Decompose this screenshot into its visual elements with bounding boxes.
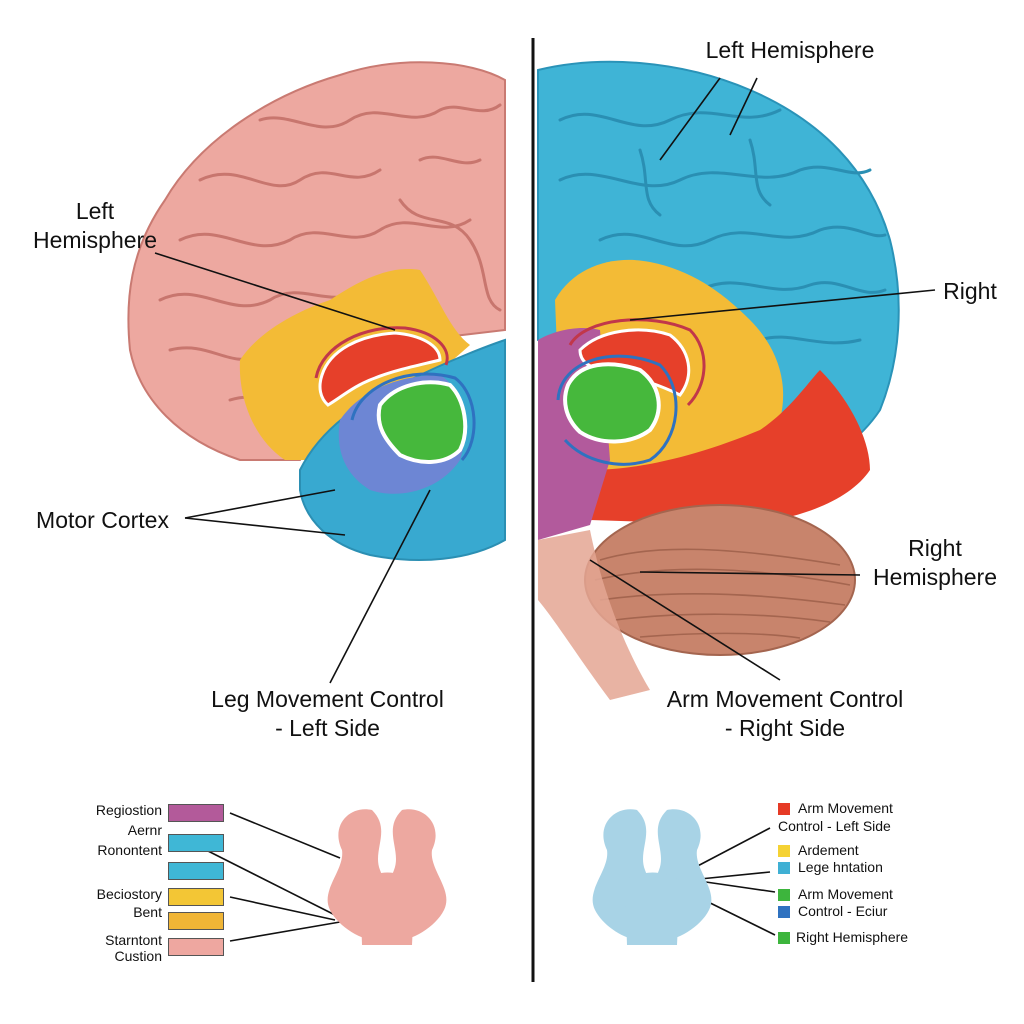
left-legend-swatch-5 xyxy=(168,938,224,956)
left-brain xyxy=(127,61,506,561)
right-gyri xyxy=(558,108,887,345)
label-leg-movement: Leg Movement Control - Left Side xyxy=(195,685,460,743)
label-motor-cortex: Motor Cortex xyxy=(36,507,169,533)
right-legend-text-0: Arm Movement xyxy=(798,800,893,816)
right-legend-text-1: Control - Left Side xyxy=(778,818,891,834)
right-legend-text-4: Arm Movement xyxy=(798,886,893,902)
left-legend-text-1: Aernr xyxy=(127,822,162,838)
left-red-region xyxy=(318,331,442,407)
right-legend-swatch-4 xyxy=(778,889,790,901)
leader-lines xyxy=(154,77,936,942)
right-legend-text-3: Lege hntation xyxy=(798,859,883,875)
right-legend-swatch-2 xyxy=(778,845,790,857)
label-right-hemisphere: Right Hemisphere xyxy=(873,535,997,590)
left-legend: Regiostion Aernr Ronontent Beciostory Be… xyxy=(70,802,230,972)
left-legend-swatch-2 xyxy=(168,862,224,880)
right-red-region xyxy=(590,370,870,525)
left-cerebrum xyxy=(127,61,506,461)
right-legend-swatch-6 xyxy=(778,932,790,944)
left-legend-text-5: Starntont xyxy=(105,932,162,948)
right-legend-swatch-5 xyxy=(778,906,790,918)
right-legend-text-2: Ardement xyxy=(798,842,859,858)
left-legend-text-4: Bent xyxy=(133,904,162,920)
left-green-region xyxy=(376,380,468,464)
left-legend-swatch-0 xyxy=(168,804,224,822)
leg-movement-line1: Leg Movement Control xyxy=(211,686,444,712)
right-green-region xyxy=(563,362,661,444)
left-legend-text-6: Custion xyxy=(114,948,162,964)
mini-brain-left xyxy=(327,809,447,945)
arm-movement-line2: - Right Side xyxy=(724,714,846,741)
right-legend-swatch-3 xyxy=(778,862,790,874)
left-legend-text-0: Regiostion xyxy=(95,802,162,818)
leg-movement-line2: - Left Side xyxy=(275,714,380,741)
left-legend-swatch-3 xyxy=(168,888,224,906)
label-left-hemisphere-left: Left Hemisphere xyxy=(30,197,157,255)
brain-stem xyxy=(538,530,650,700)
left-hemisphere-left-text: Left Hemisphere xyxy=(33,198,157,253)
left-legend-text-2: Ronontent xyxy=(97,842,162,858)
label-left-hemisphere-top: Left Hemisphere xyxy=(705,37,875,63)
label-right: Right xyxy=(943,278,997,304)
right-legend-text-5: Control - Eciur xyxy=(798,903,888,919)
cerebellum-folds xyxy=(594,548,851,639)
right-legend-text-6: Right Hemisphere xyxy=(796,929,909,945)
arm-movement-line1: Arm Movement Control xyxy=(666,686,904,712)
left-legend-text-3: Beciostory xyxy=(96,886,162,902)
right-legend-swatch-0 xyxy=(778,803,790,815)
left-legend-swatch-1 xyxy=(168,834,224,852)
mini-brain-right xyxy=(592,809,712,945)
left-legend-swatch-4 xyxy=(168,912,224,930)
right-brain xyxy=(537,60,900,700)
label-arm-movement: Arm Movement Control - Right Side xyxy=(650,685,920,743)
right-legend: Arm Movement Control - Left Side Ardemen… xyxy=(776,800,976,950)
